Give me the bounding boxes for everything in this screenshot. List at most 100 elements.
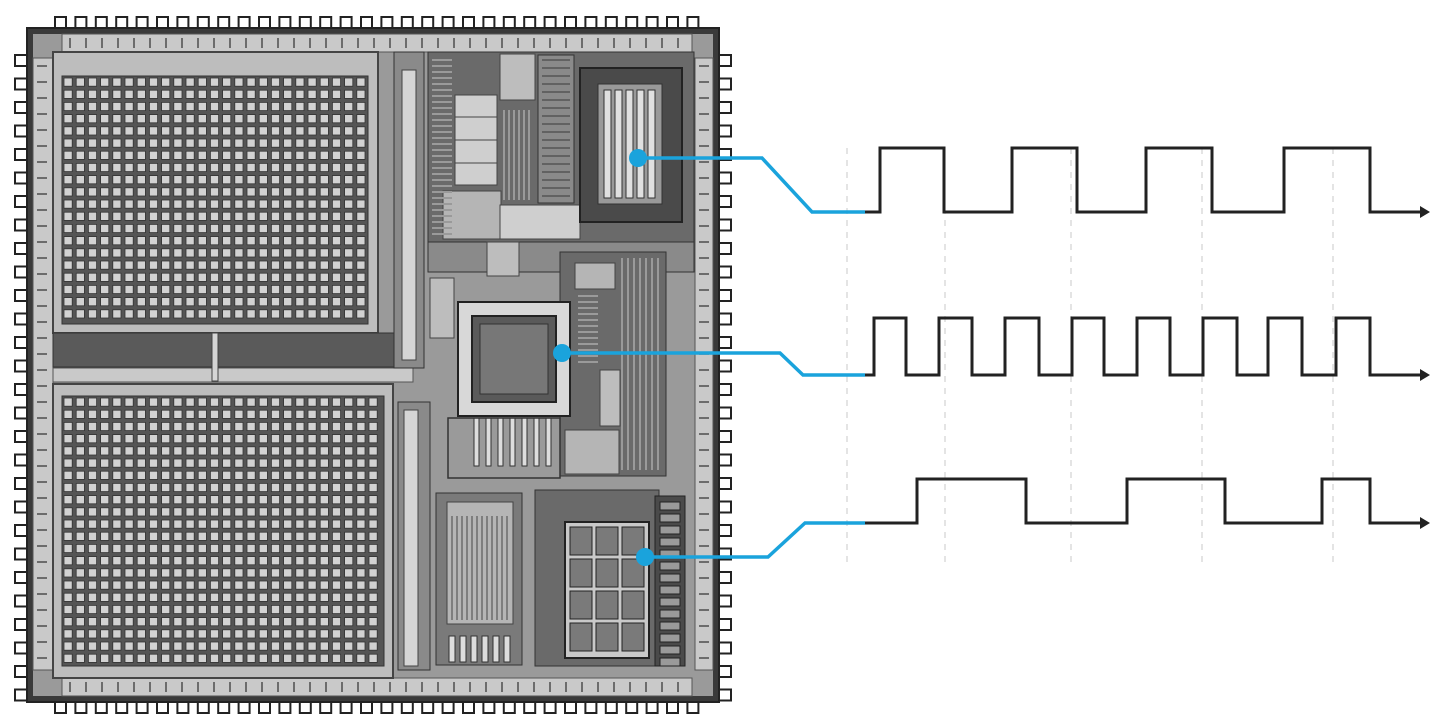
memory-cell [173, 187, 183, 197]
memory-cell [356, 309, 366, 319]
memory-cell [307, 641, 317, 651]
pin-bottom [645, 701, 659, 714]
memory-cell [356, 223, 366, 233]
memory-cell [295, 175, 305, 185]
memory-cell [331, 102, 341, 112]
memory-cell [148, 175, 158, 185]
memory-cell [331, 446, 341, 456]
memory-cell [307, 568, 317, 578]
memory-cell [63, 605, 73, 615]
memory-cell [307, 102, 317, 112]
lower-grid-cell [595, 622, 619, 652]
memory-cell [185, 199, 195, 209]
pin-bottom [666, 701, 679, 714]
memory-cell [283, 568, 293, 578]
memory-cell [197, 150, 207, 160]
memory-cell [270, 114, 280, 124]
memory-cell [234, 162, 244, 172]
memory-cell [88, 223, 98, 233]
memory-cell [112, 211, 122, 221]
memory-cell [270, 641, 280, 651]
memory-cell [63, 297, 73, 307]
pin-bottom [135, 701, 149, 714]
memory-cell [161, 236, 171, 246]
memory-cell [234, 519, 244, 529]
memory-cell [344, 150, 354, 160]
memory-cell [136, 641, 146, 651]
memory-cell [75, 89, 85, 99]
memory-cell [88, 617, 98, 627]
memory-cell [222, 482, 232, 492]
memory-cell [258, 162, 268, 172]
memory-cell [319, 187, 329, 197]
memory-cell [258, 248, 268, 258]
memory-cell [283, 641, 293, 651]
memory-cell [246, 434, 256, 444]
memory-cell [295, 531, 305, 541]
memory-cell [63, 568, 73, 578]
probe-connectors [553, 149, 865, 566]
memory-grid-top [63, 77, 366, 319]
pin-right [718, 289, 732, 302]
memory-cell [173, 309, 183, 319]
memory-cell [100, 544, 110, 554]
memory-cell [258, 617, 268, 627]
memory-cell [161, 434, 171, 444]
memory-cell [161, 211, 171, 221]
memory-cell [331, 162, 341, 172]
memory-cell [161, 617, 171, 627]
memory-cell [356, 199, 366, 209]
waveform-middle [865, 316, 1420, 377]
memory-cell [234, 102, 244, 112]
memory-cell [75, 495, 85, 505]
pin-bottom [237, 701, 251, 714]
memory-cell [100, 446, 110, 456]
memory-cell [161, 446, 171, 456]
right-column-bar [659, 657, 681, 667]
pin-right [718, 312, 732, 326]
pin-top [258, 16, 271, 29]
memory-cell [100, 114, 110, 124]
memory-cell [307, 89, 317, 99]
memory-cell [185, 211, 195, 221]
memory-cell [307, 507, 317, 517]
memory-cell [283, 470, 293, 480]
memory-cell [234, 272, 244, 282]
logic-cell-d [499, 204, 581, 240]
memory-cell [100, 653, 110, 663]
memory-cell [295, 470, 305, 480]
memory-cell [124, 507, 134, 517]
pin-top [217, 16, 231, 29]
memory-cell [319, 605, 329, 615]
memory-cell [197, 519, 207, 529]
memory-cell [148, 592, 158, 602]
memory-cell [161, 150, 171, 160]
pin-left [14, 641, 28, 655]
memory-cell [197, 297, 207, 307]
memory-cell [246, 175, 256, 185]
memory-cell [112, 458, 122, 468]
memory-cell [161, 470, 171, 480]
memory-cell [344, 284, 354, 294]
memory-cell [270, 260, 280, 270]
memory-cell [283, 544, 293, 554]
memory-cell [307, 77, 317, 87]
lower-grid-cell [569, 526, 593, 556]
memory-cell [124, 284, 134, 294]
memory-cell [222, 248, 232, 258]
memory-cell [344, 629, 354, 639]
memory-cell [136, 89, 146, 99]
register-bar [636, 89, 645, 199]
memory-cell [270, 446, 280, 456]
memory-cell [63, 470, 73, 480]
memory-cell [258, 556, 268, 566]
memory-cell [124, 470, 134, 480]
memory-cell [124, 187, 134, 197]
memory-cell [148, 248, 158, 258]
memory-cell [197, 531, 207, 541]
memory-cell [258, 592, 268, 602]
memory-cell [234, 544, 244, 554]
memory-cell [307, 482, 317, 492]
memory-cell [356, 495, 366, 505]
